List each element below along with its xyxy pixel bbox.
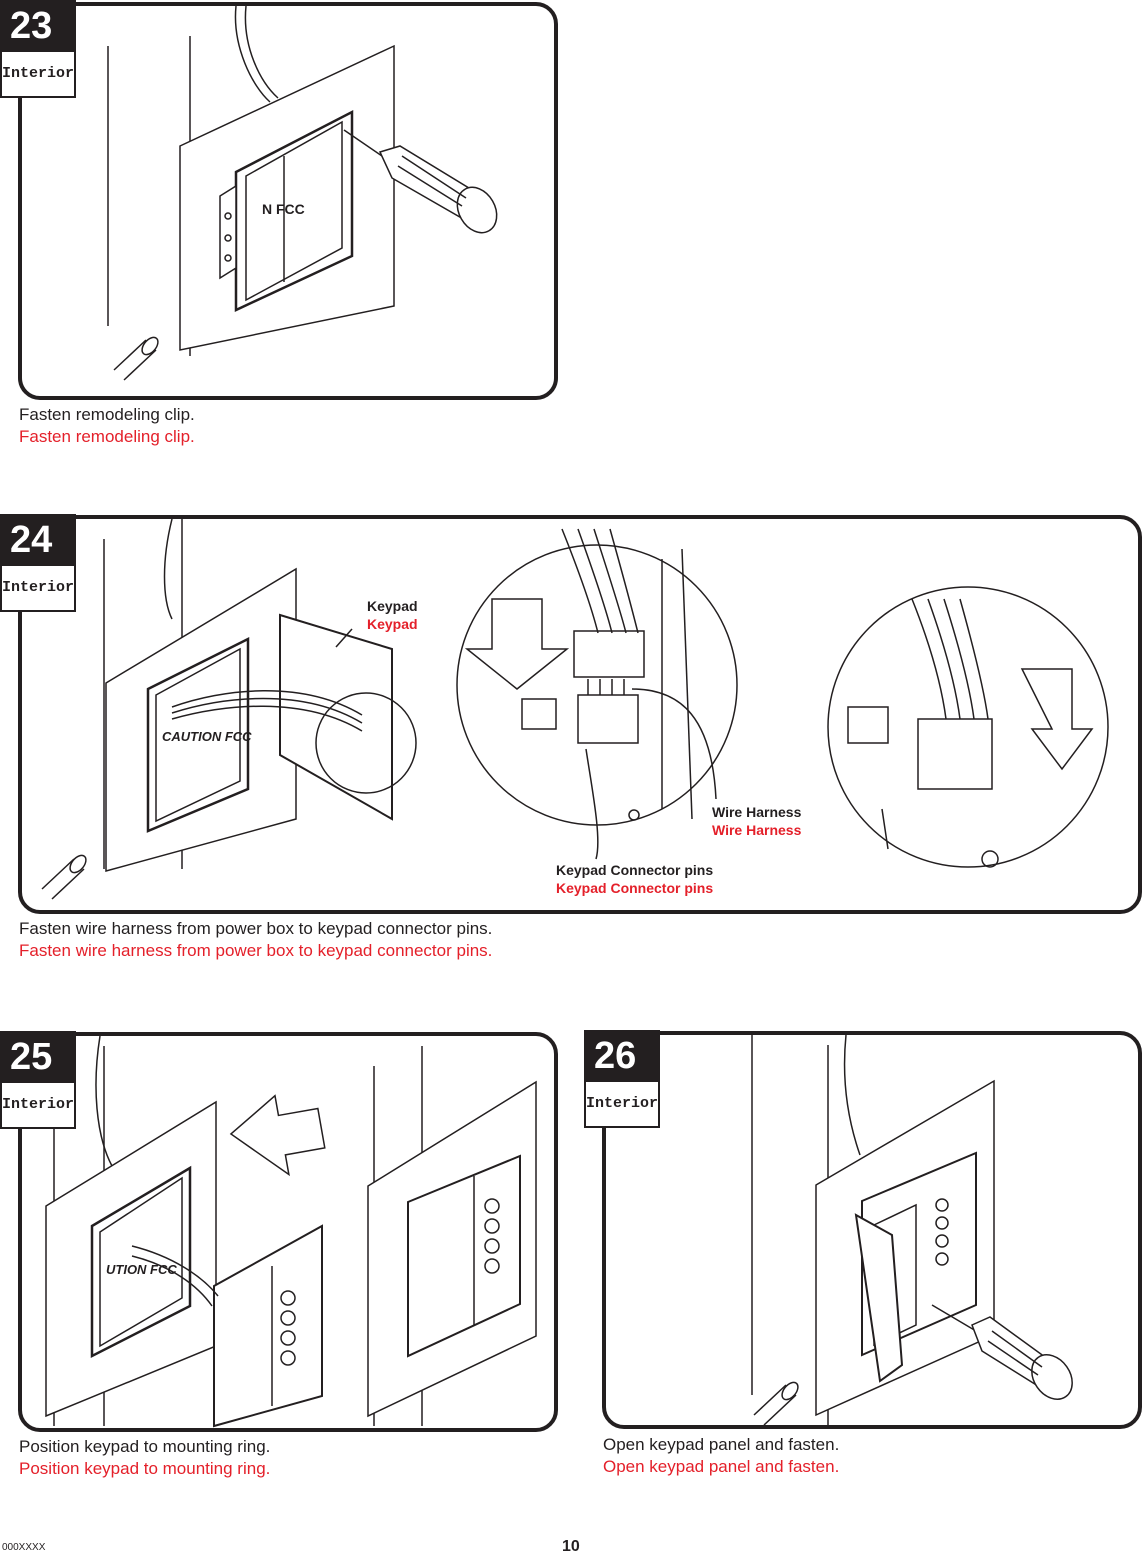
step-23-caption: Fasten remodeling clip. Fasten remodelin… (19, 404, 195, 448)
step-26-caption: Open keypad panel and fasten. Open keypa… (603, 1434, 839, 1478)
caption-text: Open keypad panel and fasten. (603, 1435, 840, 1454)
step-24-panel: CAUTION FCC (18, 515, 1142, 914)
caption-translation: Fasten remodeling clip. (19, 427, 195, 446)
step-25-illustration: UTION FCC (22, 1036, 558, 1432)
step-25-tag: 25 Interior (0, 1031, 76, 1129)
step-location-label: Interior (0, 52, 76, 98)
box-label: N FCC (262, 201, 305, 217)
step-location-label: Interior (0, 1083, 76, 1129)
step-number: 25 (0, 1031, 76, 1083)
step-26-illustration (606, 1035, 1142, 1429)
step-number: 26 (584, 1030, 660, 1082)
step-23-illustration: N FCC (22, 6, 558, 400)
caption-translation: Position keypad to mounting ring. (19, 1459, 271, 1478)
step-number: 23 (0, 0, 76, 52)
callout-text: Keypad Connector pins (556, 862, 714, 878)
step-number: 24 (0, 514, 76, 566)
step-24-caption: Fasten wire harness from power box to ke… (19, 918, 492, 962)
page-number: 10 (562, 1538, 580, 1555)
step-location-label: Interior (0, 566, 76, 612)
step-25-caption: Position keypad to mounting ring. Positi… (19, 1436, 270, 1480)
step-24-illustration: CAUTION FCC (22, 519, 1142, 914)
connector-pins-callout: Keypad Connector pins Keypad Connector p… (556, 861, 713, 897)
step-23-tag: 23 Interior (0, 0, 76, 98)
caption-text: Fasten wire harness from power box to ke… (19, 919, 493, 938)
step-location-label: Interior (584, 1082, 660, 1128)
callout-text: Keypad (367, 598, 418, 614)
caption-translation: Fasten wire harness from power box to ke… (19, 941, 493, 960)
caption-translation: Open keypad panel and fasten. (603, 1457, 840, 1476)
step-24-tag: 24 Interior (0, 514, 76, 612)
document-code: 000XXXX (2, 1542, 46, 1553)
step-23-panel: N FCC (18, 2, 558, 400)
step-25-panel: UTION FCC (18, 1032, 558, 1432)
keypad-callout: Keypad Keypad (367, 597, 418, 633)
step-26-panel (602, 1031, 1142, 1429)
caption-text: Fasten remodeling clip. (19, 405, 195, 424)
callout-text: Wire Harness (712, 804, 802, 820)
step-26-tag: 26 Interior (584, 1030, 660, 1128)
box-label: CAUTION FCC (162, 729, 252, 744)
callout-translation: Keypad Connector pins (556, 880, 714, 896)
callout-translation: Wire Harness (712, 822, 802, 838)
wire-harness-callout: Wire Harness Wire Harness (712, 803, 801, 839)
box-label: UTION FCC (106, 1262, 177, 1277)
caption-text: Position keypad to mounting ring. (19, 1437, 271, 1456)
callout-translation: Keypad (367, 616, 418, 632)
